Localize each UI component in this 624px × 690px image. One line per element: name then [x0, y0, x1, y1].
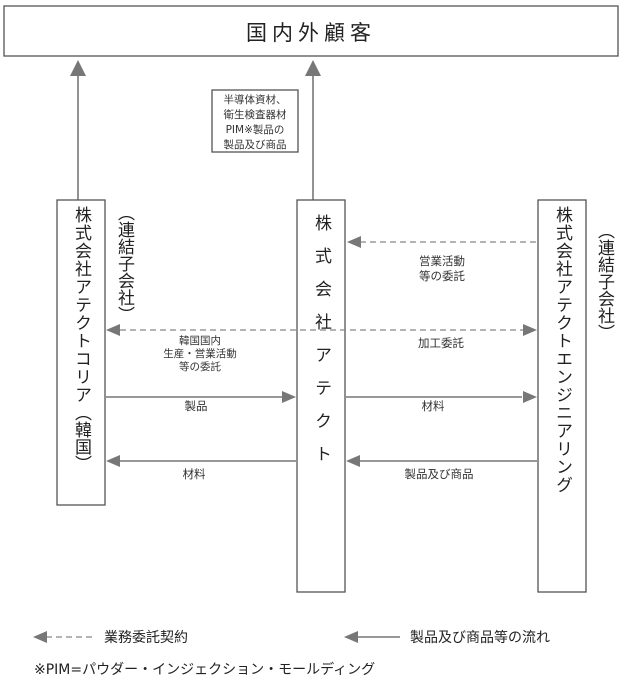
sales-outsource-label-1: 営業活動	[419, 254, 465, 268]
korea-outsource-label-1: 韓国国内	[179, 334, 221, 347]
engineering-box	[537, 199, 587, 593]
sales-outsource-arrowhead	[347, 236, 361, 248]
goods-flow-label: 製品及び商品	[405, 467, 474, 481]
legend-solid-label: 製品及び商品等の流れ	[410, 629, 550, 646]
korea-outsource-label-3: 等の委託	[179, 360, 221, 373]
product-note-box	[211, 89, 299, 153]
product-note-line4: 製品及び商品	[224, 138, 287, 151]
customer-box	[3, 5, 619, 57]
sales-outsource-label-2: 等の委託	[419, 269, 465, 283]
korea-outsource-arrowhead	[106, 324, 120, 336]
atect-name: 株式会社アテクト	[311, 214, 332, 478]
atect-to-customer-arrowhead	[305, 60, 321, 76]
korea-box	[56, 199, 106, 506]
engineering-name: 株式会社アテクトエンジニアリング	[552, 206, 573, 494]
processing-outsource-label: 加工委託	[418, 336, 464, 350]
material-to-eng-label: 材料	[422, 399, 445, 413]
korea-to-customer-arrowhead	[70, 60, 86, 76]
legend-dashed-label: 業務委託契約	[104, 630, 188, 646]
product-flow-label: 製品	[185, 399, 208, 413]
product-note-line1: 半導体資材、	[224, 93, 287, 106]
product-note-line2: 衛生検査器材	[224, 108, 287, 121]
atect-box	[296, 199, 346, 593]
legend-solid-arrowhead	[344, 631, 358, 643]
product-note-line3: PIM※製品の	[226, 123, 285, 136]
korea-outsource-label-2: 生産・営業活動	[163, 347, 237, 360]
material-to-eng-arrowhead	[523, 391, 537, 403]
korea-name: 株式会社アテクトコリア	[71, 206, 92, 404]
engineering-type: （連結子会社）	[594, 222, 615, 341]
material-to-korea-arrowhead	[106, 455, 120, 467]
goods-flow-arrowhead	[346, 455, 360, 467]
product-flow-arrowhead	[282, 391, 296, 403]
customer-label: 国内外顧客	[246, 21, 376, 45]
korea-type: （連結子会社）	[114, 204, 135, 323]
legend-dashed-arrowhead	[33, 631, 47, 643]
material-to-korea-label: 材料	[183, 467, 206, 481]
footnote: ※PIM=パウダー・インジェクション・モールディング	[34, 662, 376, 678]
processing-outsource-arrowhead	[523, 324, 537, 336]
korea-country: （韓国）	[71, 404, 92, 472]
